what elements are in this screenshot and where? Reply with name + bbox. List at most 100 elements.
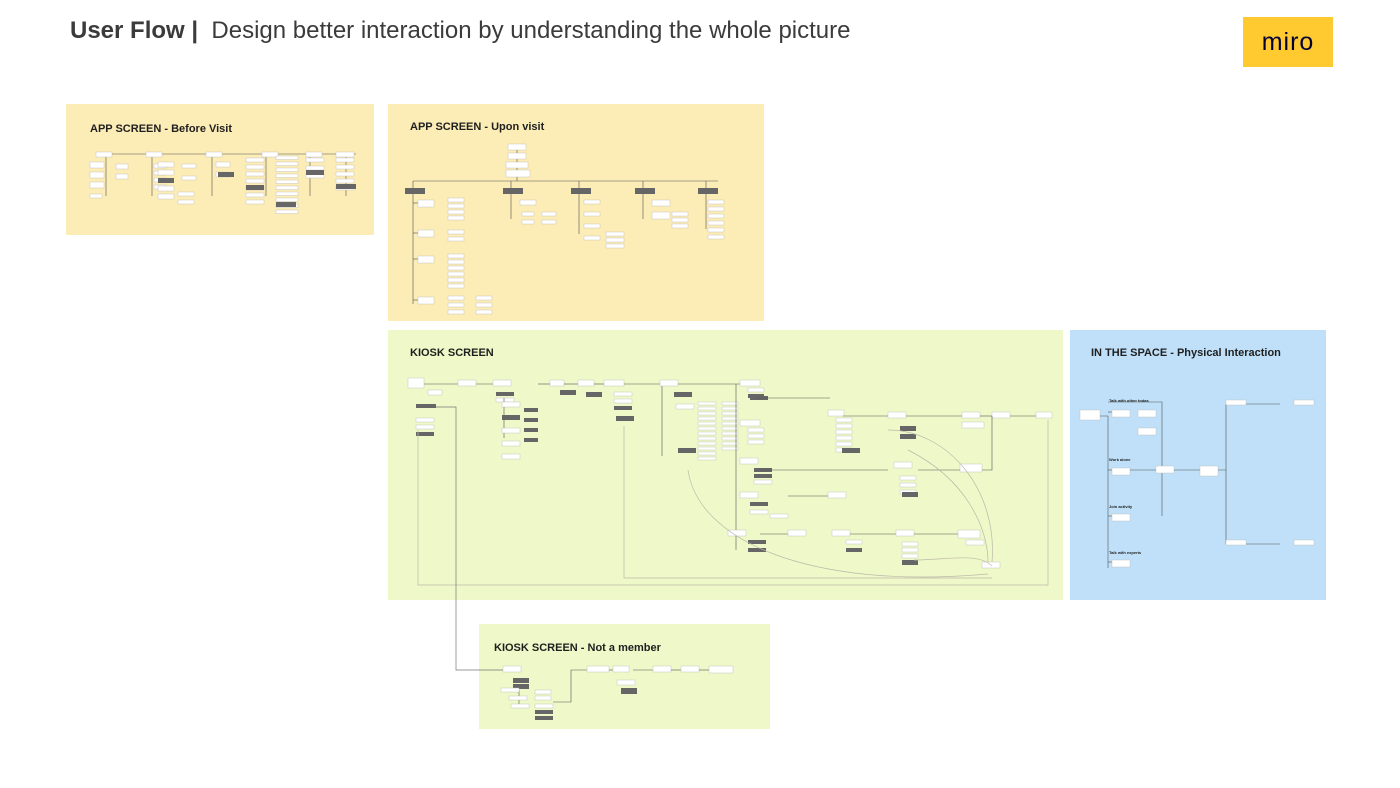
- flow-node-dark: [496, 392, 514, 396]
- flow-node-dark: [698, 188, 718, 194]
- flow-node: [245, 171, 265, 177]
- flow-node-dark: [524, 438, 538, 442]
- frame-app-upon-visit[interactable]: [388, 104, 764, 321]
- flow-node-dark: [416, 404, 436, 408]
- flow-node: [447, 309, 465, 315]
- flow-connector: [417, 420, 1049, 586]
- flow-node: [727, 529, 747, 537]
- flow-node: [447, 265, 465, 271]
- flow-node: [417, 255, 435, 264]
- label-kiosk-nm: KIOSK SCREEN - Not a member: [494, 642, 661, 654]
- flow-node: [1111, 467, 1131, 476]
- flow-node: [177, 199, 195, 205]
- flow-node: [447, 283, 465, 289]
- flow-connector: [553, 669, 587, 703]
- flow-node: [895, 529, 915, 537]
- flow-node: [899, 475, 917, 481]
- flow-node: [899, 482, 917, 488]
- flow-node: [447, 302, 465, 308]
- flow-node: [275, 191, 299, 196]
- flow-node: [261, 151, 279, 158]
- flow-node-dark: [748, 540, 766, 544]
- flow-node: [961, 411, 981, 419]
- flow-node: [541, 211, 557, 217]
- flow-node: [583, 235, 601, 241]
- flow-node: [275, 185, 299, 190]
- flow-node-dark: [616, 416, 634, 421]
- flow-node: [275, 179, 299, 184]
- flow-node: [335, 151, 355, 158]
- flow-node-dark: [635, 188, 655, 194]
- flow-connector: [687, 469, 989, 578]
- flow-node: [721, 426, 739, 431]
- label-kiosk: KIOSK SCREEN: [410, 347, 494, 359]
- flow-node: [447, 253, 465, 259]
- flow-node: [1111, 559, 1131, 568]
- frame-kiosk-screen[interactable]: [388, 330, 1063, 600]
- flow-app-before: [89, 151, 356, 214]
- frame-in-the-space[interactable]: [1070, 330, 1326, 600]
- flow-node: [603, 379, 625, 387]
- flow-node: [739, 419, 761, 427]
- flow-connector: [907, 449, 989, 563]
- flow-node-dark: [416, 432, 434, 436]
- flow-node: [415, 417, 435, 423]
- flow-node: [1111, 409, 1131, 418]
- flow-node: [697, 406, 717, 411]
- frame-app-before-visit[interactable]: [66, 104, 374, 235]
- flow-node: [447, 295, 465, 301]
- flow-node: [502, 665, 522, 673]
- flow-node: [697, 411, 717, 416]
- flow-node-dark: [900, 434, 916, 439]
- flow-node: [697, 451, 717, 456]
- frame-kiosk-not-member[interactable]: [479, 624, 770, 729]
- flow-node-dark: [571, 188, 591, 194]
- title-bold: User Flow |: [70, 17, 199, 44]
- flow-node: [115, 163, 129, 170]
- flow-node: [245, 157, 265, 163]
- flow-node: [747, 439, 765, 445]
- flow-node: [721, 406, 739, 411]
- flow-node: [893, 461, 913, 469]
- flow-node: [245, 178, 265, 184]
- space-group-label: Talk with other todas: [1109, 398, 1149, 403]
- flow-node: [475, 309, 493, 315]
- flow-node: [447, 229, 465, 235]
- flow-node-dark: [306, 170, 324, 175]
- flow-node: [181, 163, 197, 169]
- flow-node: [447, 277, 465, 283]
- flow-node: [708, 665, 734, 674]
- flow-node-dark: [754, 474, 772, 478]
- flow-connector: [1218, 403, 1280, 471]
- flow-node: [697, 446, 717, 451]
- flow-node: [707, 227, 725, 233]
- flow-app-upon: [405, 143, 725, 315]
- flow-node: [697, 436, 717, 441]
- flow-node: [721, 411, 739, 416]
- flow-node: [181, 175, 197, 181]
- flow-node: [583, 223, 601, 229]
- flow-node: [1079, 409, 1101, 421]
- flow-node: [501, 427, 521, 434]
- flow-node-dark: [674, 392, 692, 397]
- flow-node: [769, 513, 789, 519]
- flow-node: [616, 679, 636, 686]
- flow-node: [787, 529, 807, 537]
- flow-node: [505, 169, 531, 178]
- flow-node: [1035, 411, 1053, 419]
- flow-node: [659, 379, 679, 387]
- flow-node-dark: [405, 188, 425, 194]
- flow-node: [652, 665, 672, 673]
- label-space: IN THE SPACE - Physical Interaction: [1091, 347, 1281, 359]
- flow-node: [835, 423, 853, 429]
- flow-node-dark: [560, 390, 576, 395]
- miro-logo: miro: [1243, 17, 1333, 67]
- flow-node: [697, 426, 717, 431]
- flow-node: [305, 151, 323, 158]
- flow-node: [613, 391, 633, 397]
- flow-connector: [887, 429, 993, 563]
- flow-node: [707, 220, 725, 226]
- flow-node: [605, 243, 625, 249]
- flow-node-dark: [524, 418, 538, 422]
- flow-node: [605, 237, 625, 243]
